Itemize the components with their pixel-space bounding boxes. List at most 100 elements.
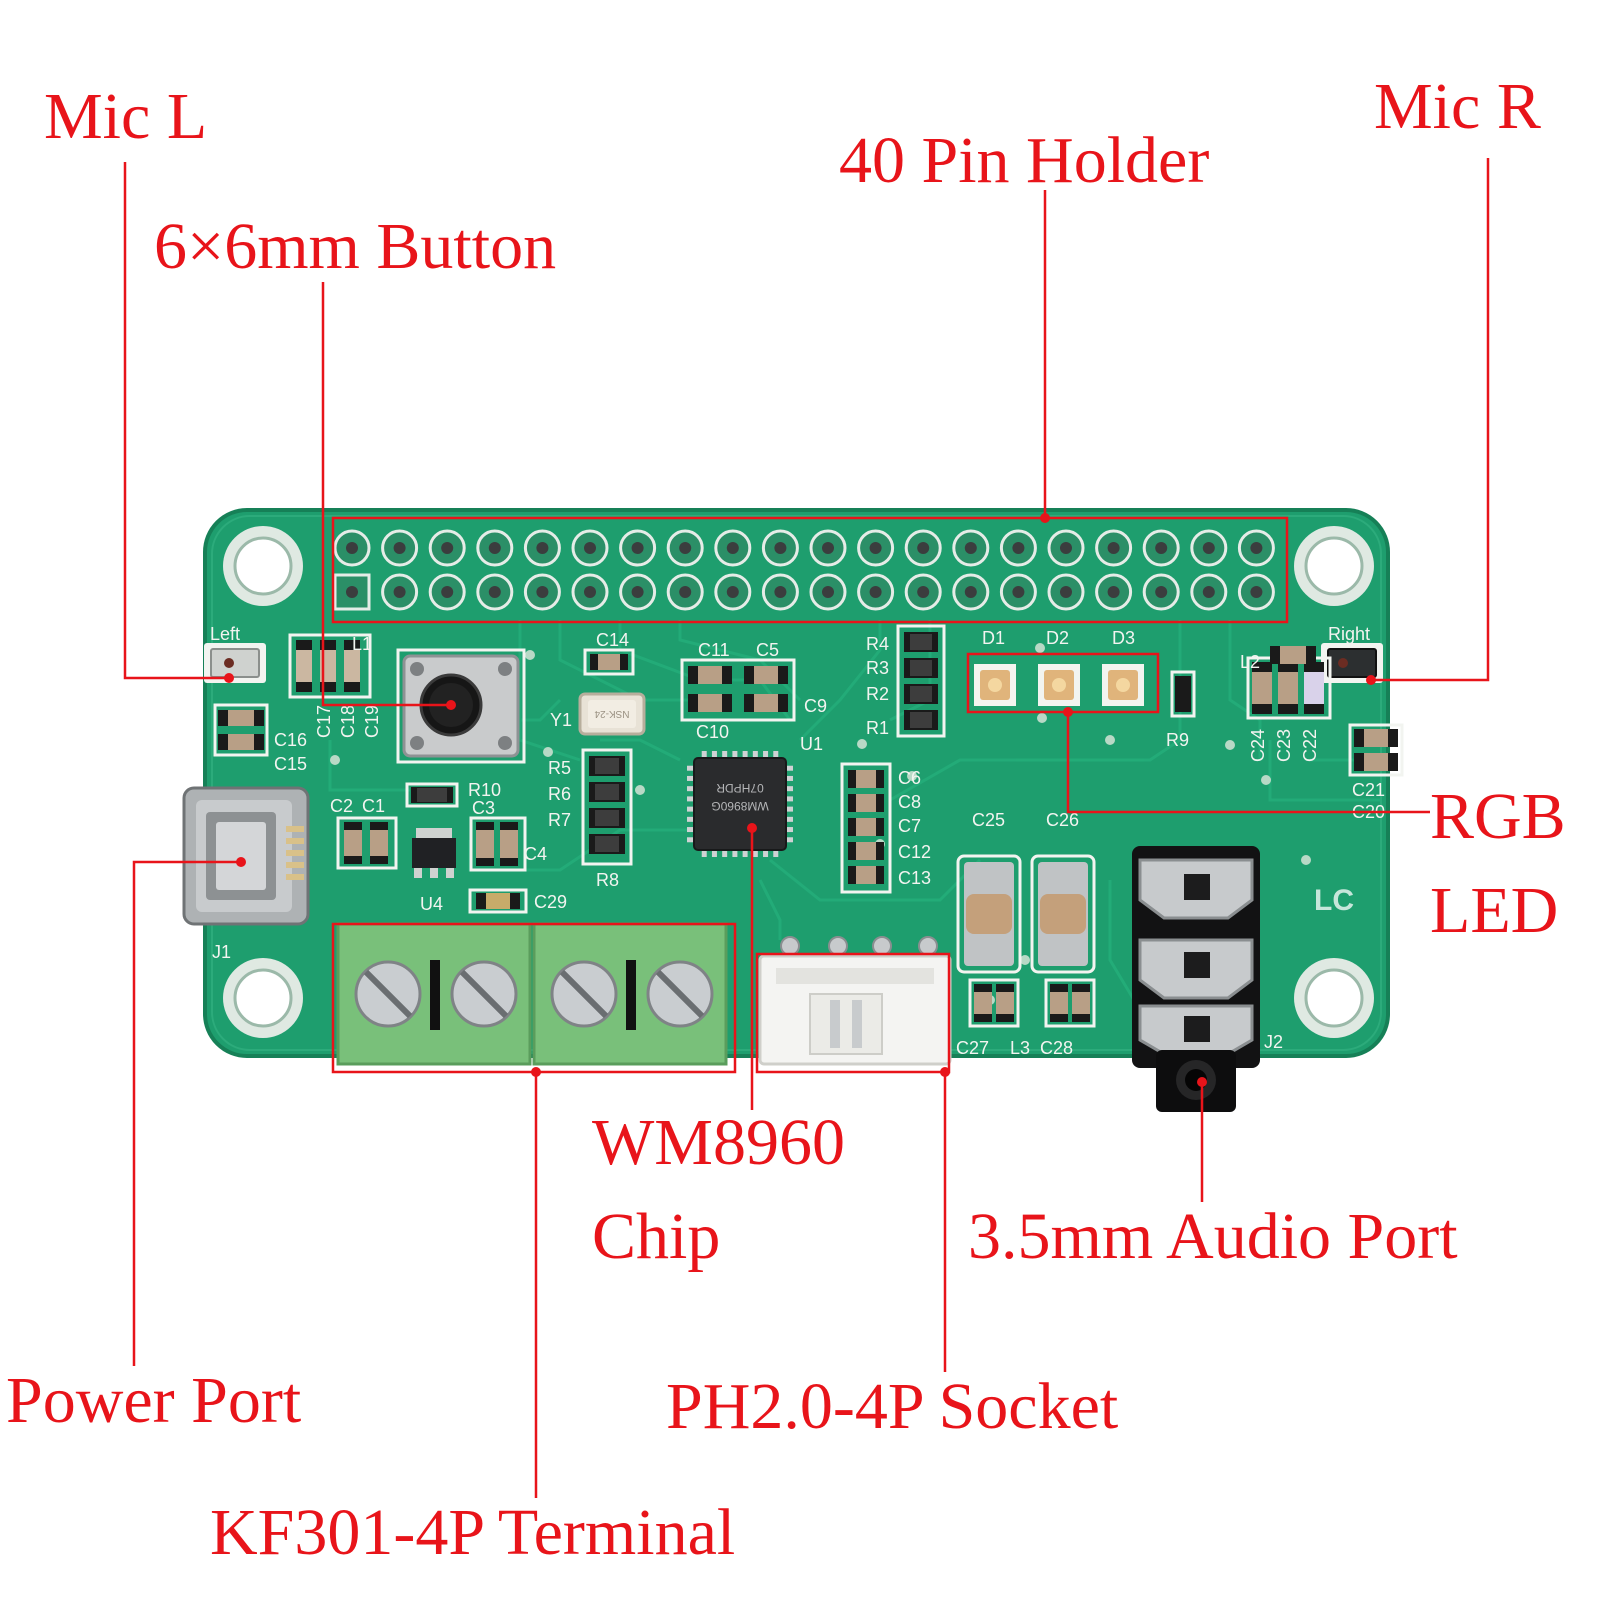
- label-mic-r: Mic R: [1374, 70, 1541, 143]
- header-pin: [441, 586, 454, 598]
- silk-c25: C25: [972, 810, 1005, 830]
- crystal-y1: NSK-24: [578, 692, 646, 736]
- leader-mic-r: [1371, 158, 1490, 682]
- header-pin: [584, 542, 596, 554]
- chip-pin: [742, 850, 748, 857]
- silk-c29: C29: [534, 892, 567, 912]
- silk-c27: C27: [956, 1038, 989, 1058]
- header-pin: [964, 586, 977, 598]
- header-pin: [631, 586, 644, 598]
- chip-marking-1: WM8960G: [711, 799, 768, 813]
- chip-pin: [711, 850, 717, 857]
- silk-logo: LC: [1314, 884, 1354, 917]
- leader-power-port: [132, 860, 241, 1366]
- silk-c8: C8: [898, 792, 921, 812]
- chip-pin: [773, 751, 779, 758]
- pin-header-40: [333, 529, 1275, 611]
- silk-c4: C4: [524, 844, 547, 864]
- silk-r3: R3: [866, 658, 889, 678]
- leader-button: [321, 282, 451, 707]
- header-pin: [488, 586, 501, 598]
- leader-dot-ph-socket: [940, 1067, 950, 1077]
- header-pin: [774, 586, 787, 598]
- leader-dot-rgb-led: [1063, 707, 1073, 717]
- wm8960-chip: WM8960G 07HPDR: [687, 751, 793, 857]
- mic-right: [1321, 643, 1383, 683]
- chip-pin: [752, 751, 758, 758]
- chip-pin: [752, 850, 758, 857]
- chip-pin: [786, 786, 793, 792]
- silk-r7: R7: [548, 810, 571, 830]
- leader-dot-audio-port: [1197, 1077, 1207, 1087]
- chip-pin: [701, 850, 707, 857]
- silk-c13: C13: [898, 868, 931, 888]
- silk-right: Right: [1328, 624, 1370, 644]
- leader-dot-terminal: [531, 1067, 541, 1077]
- leader-dot-mic-l: [224, 673, 234, 683]
- header-pin: [393, 586, 406, 598]
- silk-c3: C3: [472, 798, 495, 818]
- silk-d3: D3: [1112, 628, 1135, 648]
- silk-u4: U4: [420, 894, 443, 914]
- header-pin: [1012, 542, 1025, 554]
- header-pin: [536, 586, 549, 598]
- header-pin: [869, 542, 882, 554]
- chip-pin: [687, 786, 694, 792]
- mic-left: [204, 643, 266, 683]
- silk-c6: C6: [898, 768, 921, 788]
- crystal-marking: NSK-24: [594, 708, 629, 719]
- chip-pin: [687, 765, 694, 771]
- header-pin: [346, 586, 358, 598]
- chip-pin: [786, 816, 793, 822]
- chip-pin: [786, 837, 793, 843]
- regulator-u4: [412, 828, 456, 878]
- silk-r10: R10: [468, 780, 501, 800]
- silkscreen-text: Left Right LC J1 J2 U1 U4 Y1 L1 L2 L3 D1…: [210, 624, 1385, 1058]
- chip-pin: [687, 837, 694, 843]
- rgb-leds: [974, 664, 1144, 706]
- highlight-pin-holder: [331, 516, 1289, 624]
- silk-c10: C10: [696, 722, 729, 742]
- chip-pin: [786, 827, 793, 833]
- silk-c23: C23: [1274, 729, 1294, 762]
- header-pin: [393, 542, 406, 554]
- header-pin: [536, 542, 549, 554]
- silk-c12: C12: [898, 842, 931, 862]
- leader-mic-l: [123, 162, 229, 680]
- silk-c2: C2: [330, 796, 353, 816]
- mic-right-body: [1327, 648, 1377, 678]
- header-pin: [822, 542, 834, 554]
- label-mic-l: Mic L: [44, 80, 208, 153]
- label-rgb-led-line1: RGB: [1430, 780, 1566, 853]
- mounting-hole-br-inner: [1304, 968, 1364, 1028]
- label-wm8960-line2: Chip: [592, 1200, 721, 1273]
- silk-r8: R8: [596, 870, 619, 890]
- leader-rgb-led: [1066, 712, 1430, 814]
- chip-pin: [687, 806, 694, 812]
- label-audio-port: 3.5mm Audio Port: [968, 1200, 1458, 1273]
- chip-pin: [722, 850, 728, 857]
- silk-c24: C24: [1248, 729, 1268, 762]
- chip-pins: [687, 751, 793, 857]
- chip-pin: [786, 806, 793, 812]
- chip-pin: [722, 751, 728, 758]
- pcb-board: [203, 508, 1390, 1058]
- silk-c26: C26: [1046, 810, 1079, 830]
- chip-pin: [687, 775, 694, 781]
- ph-socket: [758, 936, 952, 1066]
- chip-pin: [763, 751, 769, 758]
- silk-c16: C16: [274, 730, 307, 750]
- silk-c21: C21: [1352, 780, 1385, 800]
- mounting-hole-tr-inner: [1304, 536, 1364, 596]
- label-rgb-led-line2: LED: [1430, 874, 1559, 947]
- header-pin: [1107, 542, 1120, 554]
- chip-pin: [687, 796, 694, 802]
- header-pin: [1060, 542, 1072, 554]
- highlight-ph-socket: [755, 952, 951, 1074]
- mounting-holes: [223, 526, 1374, 1038]
- header-pin: [869, 586, 882, 598]
- silk-r4: R4: [866, 634, 889, 654]
- silk-c17: C17: [314, 705, 334, 738]
- header-pin: [1060, 586, 1072, 598]
